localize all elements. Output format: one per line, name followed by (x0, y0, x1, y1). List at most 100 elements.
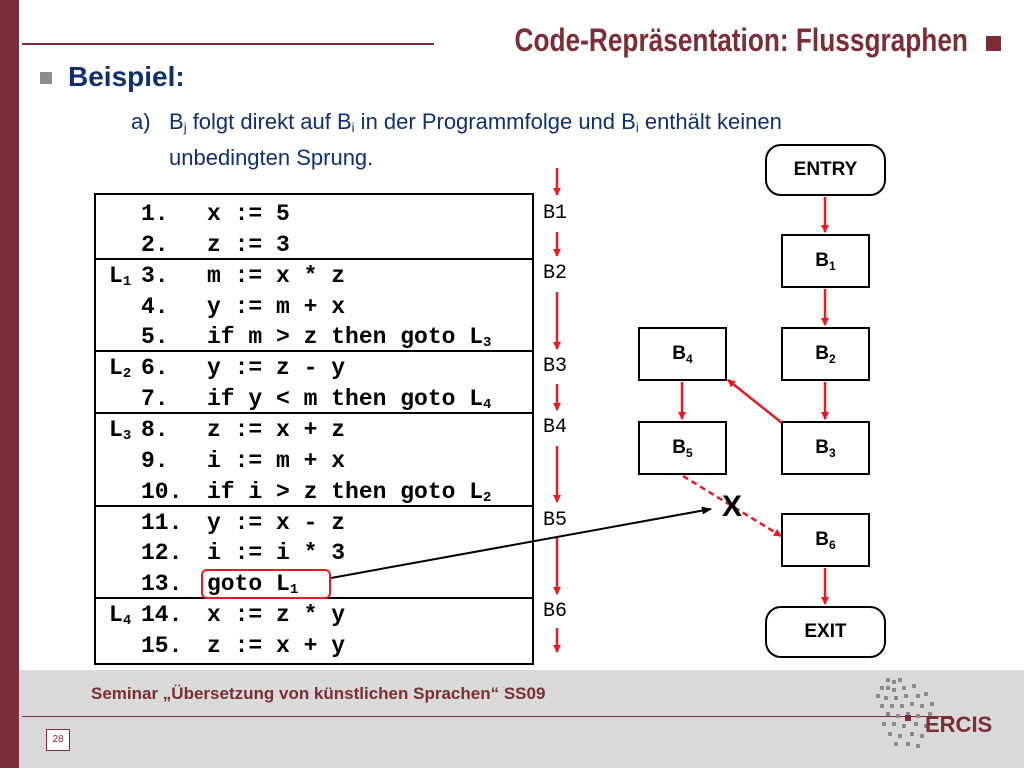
code-statement: y := x - z (207, 509, 346, 536)
block-label: B6 (543, 600, 568, 623)
code-statement: x := 5 (207, 201, 290, 227)
code-jump-label-sub: 1 (122, 273, 132, 290)
title-rule (22, 43, 434, 45)
section-heading: Beispiel: (68, 61, 185, 92)
title-square-icon (986, 36, 1001, 51)
goto-highlight-box (201, 569, 331, 600)
code-line-number: 3. (141, 262, 169, 289)
node-letter: B (815, 343, 830, 364)
code-jump-label: L3 (109, 416, 132, 444)
entry-node: ENTRY (765, 144, 886, 196)
node-letter: B (815, 250, 830, 271)
node-b4: B4 (638, 327, 727, 381)
code-line-number: 11. (141, 509, 183, 536)
code-line-number: 8. (141, 416, 169, 443)
item-text-contains: enthält keinen (638, 109, 782, 134)
code-line-number: 2. (141, 231, 169, 258)
code-statement: i := m + x (207, 447, 346, 474)
code-jump-label: L1 (109, 262, 132, 290)
code-line-number: 14. (141, 602, 183, 629)
code-statement: z := x + y (207, 632, 346, 659)
code-statement: m := x * z (207, 262, 346, 289)
page-number: 28 (46, 729, 70, 751)
code-statement: if m > z then goto L3 (207, 324, 492, 352)
code-jump-label-sub: 2 (122, 366, 132, 383)
code-jump-label-sub: 3 (122, 427, 132, 444)
block-label: B2 (543, 262, 568, 285)
bullet-square-icon (40, 72, 52, 84)
edge-b3-b4 (727, 379, 783, 424)
block-divider (96, 257, 532, 260)
block-label: B4 (543, 416, 568, 439)
code-line: 7.if y < m then goto L4 (96, 384, 532, 414)
code-line: 15. z := x + y (96, 631, 532, 661)
code-statement: z := 3 (207, 231, 290, 258)
europe-map-icon (876, 678, 934, 748)
node-index: 5 (686, 446, 693, 460)
node-b3: B3 (781, 421, 870, 475)
node-b1: B1 (781, 234, 870, 288)
code-line-number: 13. (141, 571, 183, 598)
code-listing: 1. x := 5 2. z := 3 L1 3. m := x * z 4.y := m +… (94, 193, 534, 665)
code-line-number: 9. (141, 447, 169, 474)
code-jump-label: L4 (109, 602, 132, 630)
footer-band (19, 670, 1024, 768)
node-letter: B (815, 437, 830, 458)
left-accent-bar (0, 0, 19, 768)
code-statement-sub: 3 (483, 335, 492, 352)
item-sub-i: i (351, 120, 355, 135)
block-label: B5 (543, 509, 568, 532)
node-letter: B (815, 529, 830, 550)
code-line-number: 4. (141, 293, 169, 320)
code-line: L3 8. z := x + z (96, 415, 532, 445)
item-text-follows: folgt direkt auf B (186, 109, 352, 134)
block-label: B3 (543, 355, 568, 378)
code-statement-sub: 4 (483, 397, 492, 414)
code-line: 12. i := i * 3 (96, 538, 532, 568)
code-statement-sub: 1 (289, 582, 299, 599)
ercis-logo: ERCIS (925, 712, 993, 737)
list-marker: a) (131, 109, 151, 134)
item-text-line2: unbedingten Sprung. (169, 145, 374, 170)
item-text-program: in der Programmfolge und B (354, 109, 636, 134)
code-line: 5.if m > z then goto L3 (96, 322, 532, 352)
code-statement-sub: 2 (483, 489, 492, 506)
code-line-number: 15. (141, 632, 183, 659)
exit-label: EXIT (804, 621, 847, 642)
footer-rule (22, 716, 952, 717)
node-index: 4 (686, 352, 693, 366)
code-line-number: 1. (141, 201, 169, 227)
code-statement: goto L1 (207, 571, 299, 599)
code-line-number: 7. (141, 386, 169, 413)
node-index: 3 (829, 446, 836, 460)
code-jump-label: L2 (109, 355, 132, 383)
code-line: 4.y := m + x (96, 292, 532, 322)
code-statement: z := x + z (207, 416, 346, 443)
code-line: L1 3. m := x * z (96, 261, 532, 291)
code-statement: if i > z then goto L2 (207, 478, 492, 506)
item-sub-i-2: i (635, 120, 639, 135)
edge-b5-b6-removed (682, 474, 782, 538)
block-divider (96, 504, 532, 507)
node-index: 1 (829, 259, 836, 273)
code-line: 1. x := 5 (96, 199, 532, 229)
code-jump-label-sub: 4 (122, 613, 132, 630)
footer-text: Seminar „Übersetzung von künstlichen Spr… (91, 684, 546, 703)
node-index: 2 (829, 352, 836, 366)
exit-node: EXIT (765, 606, 886, 658)
node-b2: B2 (781, 327, 870, 381)
node-index: 6 (829, 538, 836, 552)
code-statement: i := i * 3 (207, 540, 346, 567)
block-divider (96, 350, 532, 353)
code-line-number: 6. (141, 355, 169, 382)
code-line: 13. goto L1 (96, 569, 532, 600)
list-item-a: a)Bj folgt direkt auf Bi in der Programm… (131, 107, 901, 173)
node-b5: B5 (638, 421, 727, 475)
slide-title: Code-Repräsentation: Flussgraphen (514, 22, 968, 58)
block-label: B1 (543, 202, 568, 225)
entry-label: ENTRY (793, 159, 858, 180)
code-line: 10.if i > z then goto L2 (96, 477, 532, 507)
code-line-number: 12. (141, 540, 183, 567)
